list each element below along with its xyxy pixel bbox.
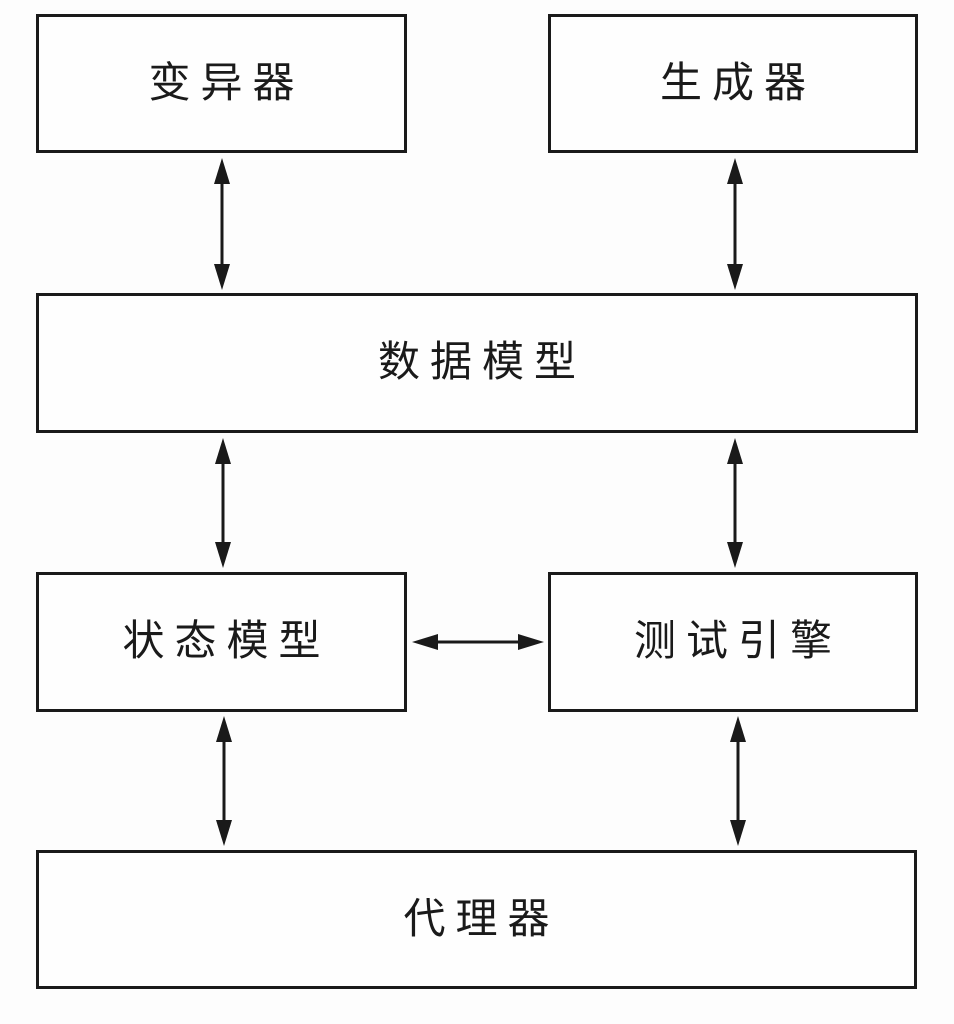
arrow-mutator-datamodel [214,158,230,290]
arrow-line [736,738,740,824]
arrowhead-down-icon [730,820,746,846]
arrowhead-down-icon [727,264,743,290]
node-state-model: 状态模型 [36,572,407,712]
arrow-line [434,640,522,644]
arrow-line [221,460,225,546]
node-data-model: 数据模型 [36,293,918,433]
node-proxy: 代理器 [36,850,917,989]
arrow-datamodel-statemodel [215,438,231,568]
arrowhead-down-icon [215,542,231,568]
arrow-line [222,738,226,824]
node-generator-label: 生成器 [659,60,816,107]
arrow-statemodel-testengine [412,634,544,650]
arrowhead-up-icon [215,438,231,464]
arrow-line [220,180,224,268]
arrowhead-up-icon [727,438,743,464]
arrow-generator-datamodel [727,158,743,290]
node-data-model-label: 数据模型 [377,340,586,386]
node-test-engine: 测试引擎 [548,572,918,712]
node-proxy-label: 代理器 [403,896,560,943]
arrow-line [733,460,737,546]
arrowhead-up-icon [214,158,230,184]
arrow-testengine-proxy [730,716,746,846]
arrowhead-up-icon [730,716,746,742]
arrowhead-right-icon [518,634,544,650]
arrowhead-up-icon [216,716,232,742]
arrowhead-up-icon [727,158,743,184]
arrowhead-down-icon [216,820,232,846]
arrow-datamodel-testengine [727,438,743,568]
arrowhead-down-icon [727,542,743,568]
node-state-model-label: 状态模型 [122,619,331,665]
node-generator: 生成器 [548,14,918,153]
node-mutator-label: 变异器 [148,60,305,107]
arrow-line [733,180,737,268]
arrowhead-left-icon [412,634,438,650]
arrowhead-down-icon [214,264,230,290]
node-test-engine-label: 测试引擎 [633,619,842,665]
node-mutator: 变异器 [36,14,407,153]
arrow-statemodel-proxy [216,716,232,846]
